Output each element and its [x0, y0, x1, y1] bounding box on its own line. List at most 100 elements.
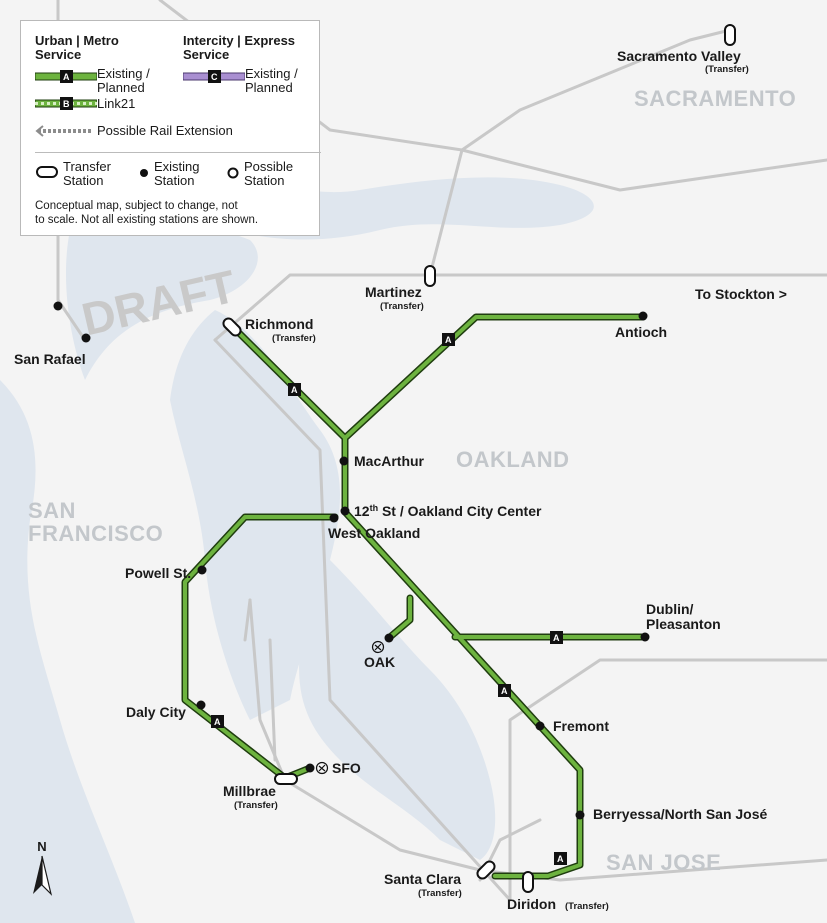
badge-a-1: A: [288, 383, 301, 396]
legend-urban-heading-1: Urban | Metro: [35, 33, 119, 48]
svg-text:C: C: [211, 72, 218, 82]
transfer-santa-clara[interactable]: [475, 859, 496, 880]
line-badges: A A A A A A: [211, 333, 567, 865]
badge-a-5: A: [211, 715, 224, 728]
svg-text:A: A: [501, 686, 508, 696]
transfer-martinez[interactable]: [424, 265, 436, 287]
stop-12th-st[interactable]: [340, 506, 350, 516]
legend-urban-existing-1: Existing /: [97, 66, 150, 81]
label-sfo: SFO: [332, 760, 361, 776]
svg-text:A: A: [557, 854, 564, 864]
label-berryessa: Berryessa/North San José: [593, 806, 768, 822]
south-bay: [299, 560, 496, 860]
legend-extension-swatch: [35, 125, 91, 137]
label-dublin-1: Dublin/: [646, 601, 694, 617]
region-san-jose: SAN JOSE: [606, 850, 721, 875]
label-millbrae-transfer: (Transfer): [234, 800, 278, 811]
north-arrow-icon: [33, 855, 53, 896]
legend-intercity-existing-1: Existing /: [245, 66, 298, 81]
stop-san-rafael-1[interactable]: [53, 301, 63, 311]
svg-text:A: A: [553, 633, 560, 643]
label-diridon: Diridon: [507, 896, 556, 912]
label-dublin-2: Pleasanton: [646, 616, 721, 632]
legend-existing-station-icon: [140, 169, 148, 177]
legend-note-1: Conceptual map, subject to change, not: [35, 200, 238, 212]
stop-powell[interactable]: [197, 565, 207, 575]
stop-fremont[interactable]: [535, 721, 545, 731]
map-legend: Urban | Metro Service Intercity | Expres…: [20, 20, 321, 236]
station-labels: Sacramento Valley (Transfer) Martinez (T…: [14, 48, 787, 912]
rail-sacramento-east: [460, 148, 827, 192]
label-sacramento-valley-transfer: (Transfer): [705, 64, 749, 75]
region-sacramento: SACRAMENTO: [634, 86, 796, 111]
north-arrow: N: [31, 839, 53, 901]
legend-intercity-swatch: C: [183, 70, 245, 83]
transfer-sacramento-valley[interactable]: [724, 24, 736, 46]
stop-berryessa[interactable]: [575, 810, 585, 820]
legend-link21-swatch: B: [35, 97, 97, 110]
legend-existing-station-2: Station: [154, 173, 195, 188]
svg-text:A: A: [63, 72, 70, 82]
legend-urban-swatch: A: [35, 70, 97, 83]
north-label: N: [37, 839, 47, 854]
rail-capitol-corridor: [213, 338, 512, 902]
legend-divider: [35, 152, 321, 153]
stop-oak[interactable]: [384, 633, 394, 643]
label-antioch: Antioch: [615, 324, 667, 340]
transfer-richmond[interactable]: [221, 316, 242, 337]
label-west-oakland: West Oakland: [328, 525, 420, 541]
legend-intercity-existing-2: Planned: [245, 80, 293, 95]
stop-san-rafael-2[interactable]: [81, 333, 91, 343]
stop-west-oakland[interactable]: [329, 513, 339, 523]
label-macarthur: MacArthur: [354, 453, 425, 469]
stop-dublin[interactable]: [640, 632, 650, 642]
svg-text:A: A: [445, 335, 452, 345]
stop-sfo[interactable]: [305, 763, 315, 773]
line-antioch-casing: [341, 313, 647, 442]
legend-urban-heading-2: Service: [35, 47, 82, 62]
legend-intercity-heading-2: Service: [183, 47, 230, 62]
legend-extension-label: Possible Rail Extension: [97, 123, 233, 138]
label-martinez: Martinez: [365, 284, 422, 300]
region-oakland: OAKLAND: [456, 447, 570, 472]
line-oak-fill: [388, 596, 412, 639]
svg-text:B: B: [63, 99, 70, 109]
stop-macarthur[interactable]: [339, 456, 349, 466]
badge-a-4: A: [498, 684, 511, 697]
transfer-millbrae[interactable]: [274, 773, 298, 785]
rail-altamont: [508, 658, 827, 902]
label-fremont: Fremont: [553, 718, 609, 734]
stop-antioch[interactable]: [638, 311, 648, 321]
ocean: [0, 380, 135, 923]
label-san-rafael: San Rafael: [14, 351, 86, 367]
rail-east-west: [213, 273, 827, 342]
badge-a-3: A: [550, 631, 563, 644]
legend-possible-station-icon: [227, 167, 239, 179]
legend-transfer-1: Transfer: [63, 159, 111, 174]
rail-peninsula-2: [268, 638, 277, 762]
label-richmond: Richmond: [245, 316, 313, 332]
rail-sacramento: [428, 28, 732, 277]
station-markers: [53, 24, 736, 893]
rail-sfo-spur: [243, 598, 252, 642]
label-daly-city: Daly City: [126, 704, 186, 720]
stop-daly-city[interactable]: [196, 700, 206, 710]
label-richmond-transfer: (Transfer): [272, 333, 316, 344]
svg-text:A: A: [291, 385, 298, 395]
region-sf-2: FRANCISCO: [28, 521, 163, 546]
airport-icon-sfo: [315, 761, 329, 775]
rail-caltrain: [248, 598, 827, 882]
badge-a-6: A: [554, 852, 567, 865]
airport-icon-oak: [371, 640, 385, 654]
label-martinez-transfer: (Transfer): [380, 301, 424, 312]
legend-link21-label: Link21: [97, 96, 136, 111]
transfer-diridon[interactable]: [522, 871, 534, 893]
legend-intercity-heading-1: Intercity | Express: [183, 33, 296, 48]
line-antioch-fill: [343, 315, 645, 440]
label-diridon-transfer: (Transfer): [565, 901, 609, 912]
legend-transfer-2: Station: [63, 173, 104, 188]
legend-possible-station-2: Station: [244, 173, 285, 188]
label-santa-clara: Santa Clara: [384, 871, 461, 887]
label-sacramento-valley: Sacramento Valley: [617, 48, 741, 64]
